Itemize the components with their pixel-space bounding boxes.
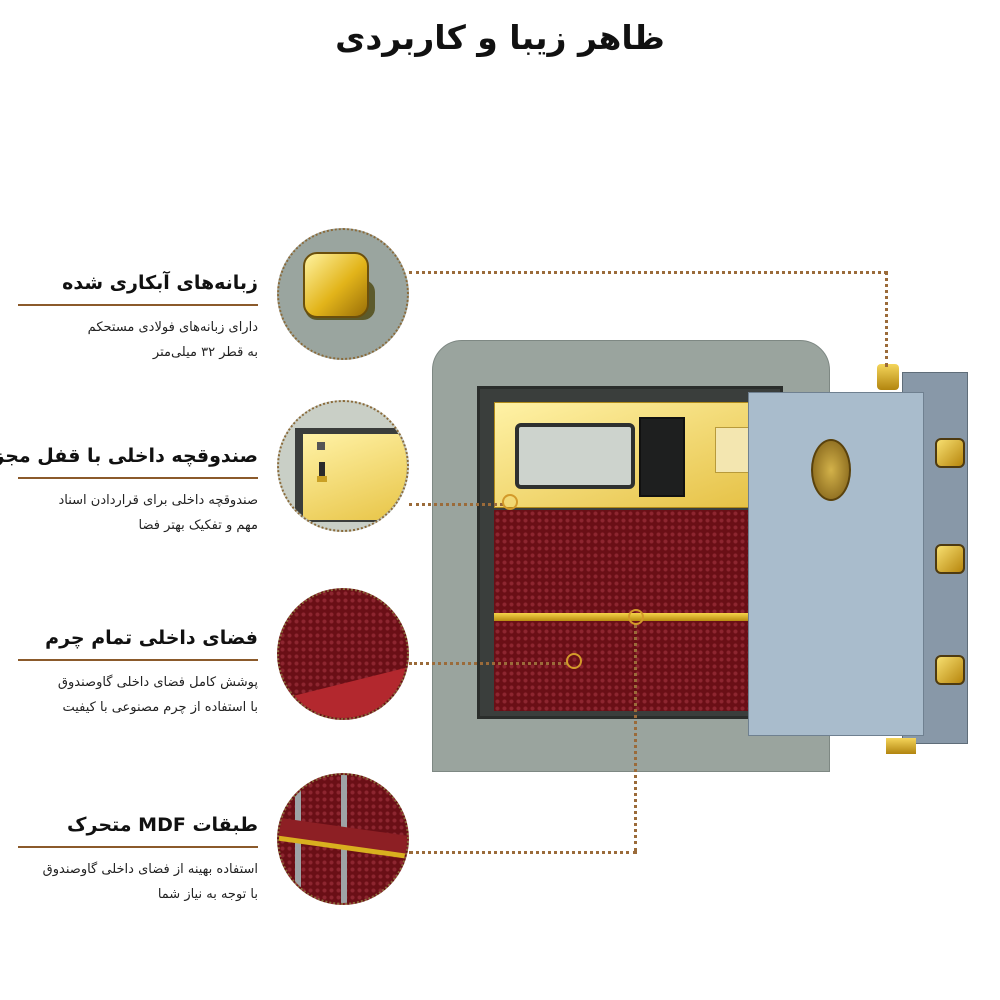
- brand-emblem: [811, 439, 851, 501]
- feature-description-line-2: به قطر ۳۲ میلی‌متر: [152, 345, 258, 360]
- feature-title: فضای داخلی تمام چرم: [45, 627, 258, 649]
- feature-description-line-2: با استفاده از چرم مصنوعی با کیفیت: [62, 700, 258, 715]
- door-hinge-top: [877, 364, 899, 390]
- locking-bolt-icon: [935, 655, 965, 685]
- safe-inner-drawer: [494, 402, 750, 508]
- feature-description-line-2: با توجه به نیاز شما: [157, 887, 258, 902]
- feature-description-line-2: مهم و تفکیک بهتر فضا: [138, 518, 258, 533]
- divider: [18, 659, 258, 661]
- marker-ring: [628, 609, 644, 625]
- guide-line: [409, 503, 503, 506]
- feature-title: طبقات MDF متحرک: [67, 814, 258, 836]
- mdf-shelf: [494, 613, 750, 621]
- feature-description-line-1: استفاده بهینه از فضای داخلی گاوصندوق: [42, 862, 258, 877]
- locking-bolt-icon: [935, 544, 965, 574]
- feature-title: زبانه‌های آبکاری شده: [62, 272, 258, 294]
- leather-lining-icon: [277, 588, 409, 720]
- locking-bolt-icon: [277, 228, 409, 360]
- lower-leather-compartment: [494, 621, 750, 711]
- feature-inner-drawer: صندوقچه داخلی با قفل مجزا صندوقچه داخلی …: [0, 443, 258, 538]
- divider: [18, 846, 258, 848]
- inner-drawer-icon: [277, 400, 409, 532]
- marker-ring: [566, 653, 582, 669]
- safe-door: [748, 392, 924, 736]
- feature-plated-bolts: زبانه‌های آبکاری شده دارای زبانه‌های فول…: [18, 270, 258, 365]
- mdf-shelf-icon: [277, 773, 409, 905]
- page-title: ظاهر زیبا و کاربردی: [335, 18, 665, 57]
- divider: [18, 304, 258, 306]
- locking-bolt-icon: [935, 438, 965, 468]
- guide-line: [409, 851, 637, 854]
- upper-leather-compartment: [494, 510, 750, 614]
- feature-description-line-1: دارای زبانه‌های فولادی مستحکم: [87, 320, 258, 335]
- door-hinge-bottom: [886, 738, 916, 754]
- marker-ring: [502, 494, 518, 510]
- feature-leather-interior: فضای داخلی تمام چرم پوشش کامل فضای داخلی…: [18, 625, 258, 720]
- feature-description-line-1: صندوقچه داخلی برای قراردادن اسناد: [58, 493, 258, 508]
- guide-line: [409, 271, 887, 274]
- divider: [18, 477, 258, 479]
- feature-title: صندوقچه داخلی با قفل مجزا: [0, 445, 258, 467]
- guide-line: [409, 662, 567, 665]
- guide-line: [634, 624, 637, 852]
- feature-description-line-1: پوشش کامل فضای داخلی گاوصندوق: [57, 675, 258, 690]
- feature-mdf-shelves: طبقات MDF متحرک استفاده بهینه از فضای دا…: [18, 812, 258, 907]
- guide-line: [885, 271, 888, 367]
